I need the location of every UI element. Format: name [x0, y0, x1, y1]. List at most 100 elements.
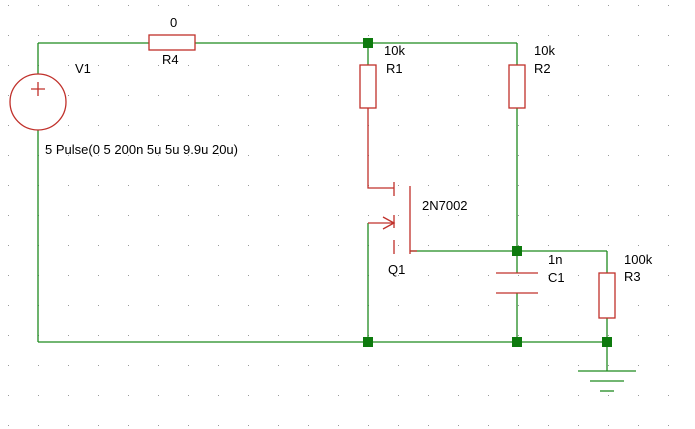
grid-dot — [158, 95, 159, 96]
grid-dot — [668, 95, 669, 96]
r2-value-label: 10k — [534, 43, 555, 58]
grid-dot — [638, 335, 639, 336]
grid-dot — [518, 275, 519, 276]
grid-dot — [308, 65, 309, 66]
grid-dot — [608, 35, 609, 36]
grid-dot — [158, 335, 159, 336]
mosfet-icon[interactable] — [368, 182, 417, 254]
grid-dot — [188, 275, 189, 276]
grid-dot — [578, 125, 579, 126]
grid-dot — [608, 155, 609, 156]
grid-dot — [638, 365, 639, 366]
grid-dot — [638, 395, 639, 396]
grid-dot — [8, 395, 9, 396]
grid-dot — [458, 425, 459, 426]
grid-dot — [578, 95, 579, 96]
junction-dot — [363, 38, 373, 48]
grid-dot — [668, 185, 669, 186]
grid-dot — [488, 35, 489, 36]
grid-dot — [218, 365, 219, 366]
resistor-icon[interactable] — [148, 34, 196, 51]
grid-dot — [128, 215, 129, 216]
grid-dot — [248, 215, 249, 216]
grid-dot — [98, 95, 99, 96]
grid-dot — [248, 95, 249, 96]
grid-dot — [278, 65, 279, 66]
grid-dot — [548, 215, 549, 216]
grid-dot — [278, 185, 279, 186]
resistor-icon[interactable] — [508, 64, 526, 109]
junction-dot — [363, 337, 373, 347]
grid-dot — [638, 305, 639, 306]
grid-dot — [548, 245, 549, 246]
grid-dot — [548, 335, 549, 336]
grid-dot — [548, 5, 549, 6]
grid-dot — [518, 395, 519, 396]
grid-dot — [68, 95, 69, 96]
grid-dot — [608, 5, 609, 6]
grid-dot — [428, 245, 429, 246]
grid-dot — [98, 125, 99, 126]
grid-dot — [608, 125, 609, 126]
grid-dot — [68, 305, 69, 306]
grid-dot — [248, 395, 249, 396]
grid-dot — [398, 245, 399, 246]
grid-dot — [158, 395, 159, 396]
resistor-icon[interactable] — [359, 64, 394, 189]
grid-dot — [458, 305, 459, 306]
grid-dot — [188, 185, 189, 186]
grid-dot — [218, 65, 219, 66]
grid-dot — [338, 305, 339, 306]
capacitor-icon[interactable] — [496, 272, 538, 294]
grid-dot — [8, 5, 9, 6]
grid-dot — [248, 365, 249, 366]
junction-dot — [512, 337, 522, 347]
grid-dot — [248, 275, 249, 276]
grid-dot — [338, 35, 339, 36]
grid-dot — [218, 125, 219, 126]
grid-dot — [8, 245, 9, 246]
grid-dots — [8, 5, 669, 426]
grid-dot — [398, 185, 399, 186]
grid-dot — [608, 425, 609, 426]
grid-dot — [518, 215, 519, 216]
grid-dot — [248, 125, 249, 126]
grid-dot — [608, 395, 609, 396]
resistor-icon[interactable] — [598, 272, 616, 319]
grid-dot — [98, 215, 99, 216]
grid-dot — [458, 335, 459, 336]
grid-dot — [638, 155, 639, 156]
grid-dot — [488, 275, 489, 276]
grid-dot — [218, 395, 219, 396]
grid-dot — [68, 185, 69, 186]
grid-dot — [278, 335, 279, 336]
grid-dot — [218, 155, 219, 156]
grid-dot — [278, 155, 279, 156]
grid-dot — [608, 245, 609, 246]
grid-dot — [338, 335, 339, 336]
voltage-source-icon[interactable] — [9, 73, 67, 131]
grid-dot — [518, 125, 519, 126]
grid-dot — [98, 185, 99, 186]
grid-dot — [488, 65, 489, 66]
grid-dot — [158, 365, 159, 366]
grid-dot — [518, 425, 519, 426]
grid-dot — [368, 365, 369, 366]
v1-value-label: 5 Pulse(0 5 200n 5u 5u 9.9u 20u) — [45, 142, 238, 157]
grid-dot — [398, 215, 399, 216]
grid-dot — [398, 125, 399, 126]
grid-dot — [488, 5, 489, 6]
grid-dot — [218, 305, 219, 306]
c1-value-label: 1n — [548, 252, 562, 267]
grid-dot — [578, 365, 579, 366]
grid-dot — [488, 215, 489, 216]
grid-dot — [668, 305, 669, 306]
grid-dot — [668, 125, 669, 126]
grid-dot — [488, 125, 489, 126]
grid-dot — [278, 95, 279, 96]
grid-dot — [668, 5, 669, 6]
grid-dot — [8, 155, 9, 156]
grid-dot — [338, 395, 339, 396]
grid-dot — [278, 125, 279, 126]
